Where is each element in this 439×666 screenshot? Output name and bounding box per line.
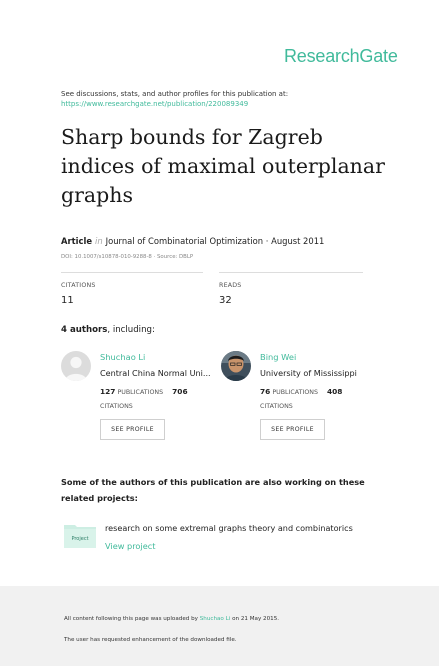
citations-label: CITATIONS <box>61 282 96 289</box>
author-stats: 76 PUBLICATIONS 408 <box>260 387 342 396</box>
project-icon-label: Project <box>71 536 88 542</box>
authors-suffix: , including: <box>107 325 155 335</box>
intro-block: See discussions, stats, and author profi… <box>61 89 288 109</box>
article-type: Article <box>61 236 93 246</box>
upload-note-suffix: on 21 May 2015. <box>232 616 280 622</box>
author-citations-count: 706 <box>172 387 188 396</box>
upload-note-prefix: All content following this page was uplo… <box>64 616 198 622</box>
footer <box>0 586 439 666</box>
researchgate-logo[interactable]: ResearchGate <box>284 46 398 66</box>
related-projects-heading: Some of the authors of this publication … <box>61 477 365 503</box>
citations-value: 11 <box>61 295 74 306</box>
upload-note: All content following this page was uplo… <box>64 616 279 622</box>
publications-label: PUBLICATIONS <box>272 389 318 396</box>
author-citations-count: 408 <box>327 387 343 396</box>
enhancement-note: The user has requested enhancement of th… <box>64 637 237 643</box>
in-word: in <box>95 236 103 246</box>
see-profile-button[interactable]: SEE PROFILE <box>260 419 325 440</box>
doi-source: DOI: 10.1007/s10878-010-9288-8 · Source:… <box>61 254 194 260</box>
authors-count: 4 authors, including: <box>61 325 155 335</box>
author-institution: Central China Normal Uni... <box>100 368 211 378</box>
reads-divider <box>219 272 363 273</box>
author-name-link[interactable]: Shuchao Li <box>100 352 146 362</box>
default-person-icon[interactable] <box>61 351 91 381</box>
author-name-link[interactable]: Bing Wei <box>260 352 297 362</box>
publication-title: Sharp bounds for Zagreb indices of maxim… <box>61 125 385 207</box>
project-folder-icon: Project <box>64 523 96 548</box>
author-citations-label: CITATIONS <box>260 403 293 410</box>
reads-label: READS <box>219 282 242 289</box>
person-photo[interactable] <box>221 351 251 381</box>
intro-text: See discussions, stats, and author profi… <box>61 90 289 98</box>
citations-divider <box>61 272 203 273</box>
publications-count: 76 <box>260 387 271 396</box>
view-project-link[interactable]: View project <box>105 541 156 551</box>
authors-number: 4 authors <box>61 325 108 335</box>
project-title: research on some extremal graphs theory … <box>105 523 353 533</box>
author-institution: University of Mississippi <box>260 368 357 378</box>
author-citations-label: CITATIONS <box>100 403 133 410</box>
reads-value: 32 <box>219 295 232 306</box>
publications-label: PUBLICATIONS <box>117 389 164 396</box>
author-stats: 127 PUBLICATIONS 706 <box>100 387 188 396</box>
publications-count: 127 <box>100 387 116 396</box>
see-profile-button[interactable]: SEE PROFILE <box>100 419 165 440</box>
uploader-link[interactable]: Shuchao Li <box>199 616 231 622</box>
publication-url-link[interactable]: https://www.researchgate.net/publication… <box>61 100 249 108</box>
journal-name[interactable]: Journal of Combinatorial Optimization · … <box>105 236 325 246</box>
